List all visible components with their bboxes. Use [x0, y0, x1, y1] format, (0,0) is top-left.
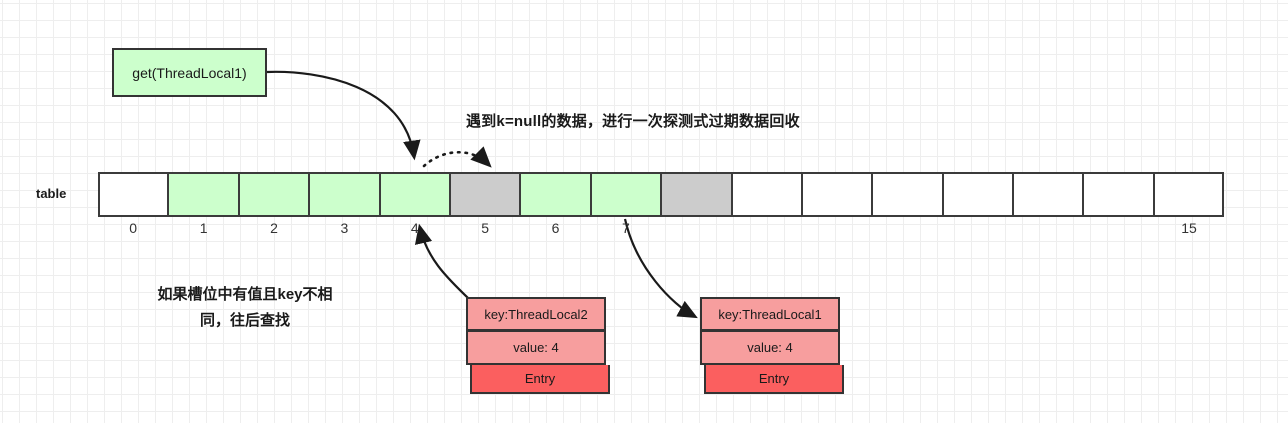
table-slot-11[interactable] [872, 172, 943, 217]
table-slot-8[interactable] [661, 172, 732, 217]
table-index-label-5: 5 [481, 220, 490, 236]
entry-footer-label: Entry [470, 365, 610, 394]
entry-footer-label: Entry [704, 365, 844, 394]
table-index-label-15: 15 [1181, 220, 1197, 236]
annotation-linear-probe-line2: 同，往后查找 [199, 312, 290, 329]
table-index-label-8 [661, 220, 731, 236]
annotation-probe-cleanup: 遇到k=null的数据，进行一次探测式过期数据回收 [466, 113, 800, 130]
table-index-label-7: 7 [622, 220, 630, 236]
arrow-probe-dotted [422, 146, 492, 168]
table-slot-array [98, 172, 1225, 217]
table-index-label-10 [802, 220, 872, 236]
arrow-entry-left-to-slot4 [414, 223, 471, 301]
table-slot-0[interactable] [98, 172, 169, 217]
arrow-get-to-slot4 [266, 70, 421, 161]
get-call-box: get(ThreadLocal1) [112, 48, 267, 97]
table-index-label-2: 2 [270, 220, 278, 236]
table-index-label-1: 1 [199, 220, 208, 236]
entry-box-threadlocal1: key:ThreadLocal1 value: 4 Entry [700, 297, 844, 394]
table-index-label-6: 6 [551, 220, 560, 236]
table-index-label-3: 3 [340, 220, 349, 236]
table-slot-2[interactable] [238, 172, 310, 217]
table-slot-3[interactable] [309, 172, 380, 217]
table-index-row: 0 1 2 3 4 5 6 7 15 [98, 220, 1224, 236]
table-slot-4[interactable] [379, 172, 450, 217]
table-index-label-14 [1083, 220, 1153, 236]
table-slot-7[interactable] [590, 172, 662, 217]
table-index-label-13 [1013, 220, 1083, 236]
entry-value-label: value: 4 [466, 331, 606, 365]
table-index-label-11 [872, 220, 942, 236]
get-call-label: get(ThreadLocal1) [132, 64, 247, 81]
table-index-label-9 [732, 220, 802, 236]
entry-value-label: value: 4 [700, 331, 840, 365]
entry-key-label: key:ThreadLocal2 [466, 297, 606, 331]
table-slot-1[interactable] [168, 172, 239, 217]
table-index-label-0: 0 [129, 220, 138, 236]
table-slot-12[interactable] [942, 172, 1014, 217]
annotation-linear-probe-line1: 如果槽位中有值且key不相 [157, 286, 333, 303]
table-slot-6[interactable] [520, 172, 591, 217]
table-slot-9[interactable] [731, 172, 802, 217]
table-slot-5[interactable] [449, 172, 521, 217]
table-index-label-12 [943, 220, 1013, 236]
entry-box-threadlocal2: key:ThreadLocal2 value: 4 Entry [466, 297, 610, 394]
table-index-label-4: 4 [410, 220, 419, 236]
table-slot-14[interactable] [1083, 172, 1154, 217]
table-slot-15[interactable] [1153, 172, 1225, 217]
table-label: table [36, 186, 67, 201]
annotation-linear-probe: 如果槽位中有值且key不相 同，往后查找 [110, 282, 380, 334]
table-slot-13[interactable] [1013, 172, 1084, 217]
table-slot-10[interactable] [801, 172, 873, 217]
entry-key-label: key:ThreadLocal1 [700, 297, 840, 331]
